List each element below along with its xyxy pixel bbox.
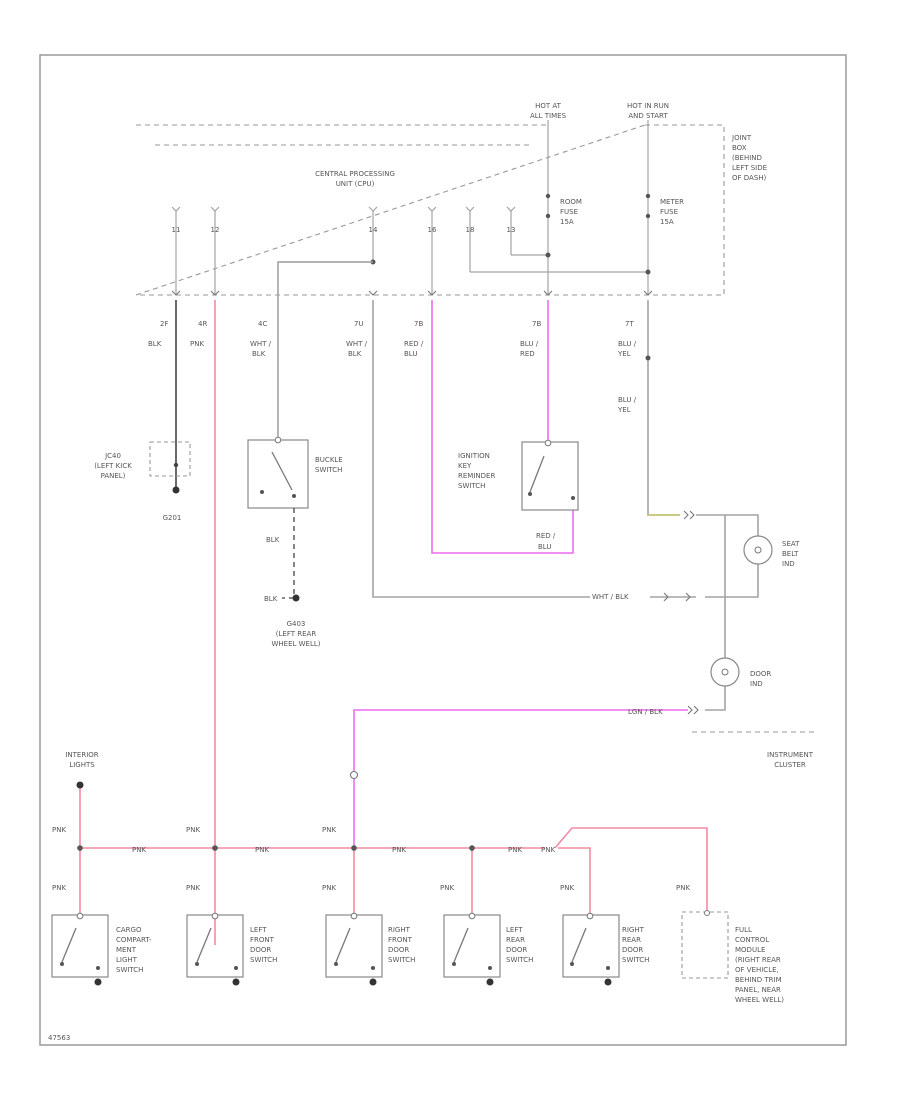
full-control-module-icon bbox=[681, 910, 729, 979]
switch-wire-label: PNK bbox=[440, 884, 454, 892]
ground-dot bbox=[292, 594, 300, 602]
switch-wire-label: PNK bbox=[322, 884, 336, 892]
drop-wire-label: PNK bbox=[322, 826, 336, 834]
wire-seat-belt bbox=[372, 300, 590, 598]
wire-buckle-ground bbox=[282, 508, 295, 599]
cargo-light-switch-icon bbox=[51, 912, 109, 986]
interior-lights-dot bbox=[76, 781, 84, 789]
wire-pnk-rr bbox=[558, 847, 591, 915]
wire-lgn-blk bbox=[353, 709, 688, 845]
wire-buckle bbox=[277, 261, 373, 440]
ground-dot bbox=[172, 486, 180, 494]
left-front-door-switch-icon bbox=[186, 912, 244, 986]
wire-pnk-fcm bbox=[554, 827, 708, 910]
switch-wire-label: PNK bbox=[676, 884, 690, 892]
buckle-switch-icon bbox=[247, 436, 309, 509]
connector-label: BLU /YEL bbox=[617, 396, 637, 414]
door-wire-label: LGN / BLK bbox=[628, 708, 663, 716]
ignition-key-switch-icon bbox=[521, 439, 579, 511]
ignition-wire-label: RED /BLU bbox=[536, 532, 556, 551]
bus-junction-dots bbox=[77, 355, 651, 851]
wire-blu-yel bbox=[647, 300, 680, 516]
g201-label: G201 bbox=[163, 514, 182, 522]
drop-wire-label: PNK bbox=[186, 884, 200, 892]
wire-red-blu bbox=[431, 300, 574, 554]
bus-wire-label: PNK bbox=[541, 846, 555, 854]
seat-belt-indicator-icon bbox=[743, 535, 773, 565]
diagram-frame bbox=[39, 54, 847, 1046]
left-rear-door-switch-icon bbox=[443, 912, 501, 986]
bus-wire-label: PNK bbox=[255, 846, 269, 854]
bus-wire-label: PNK bbox=[508, 846, 522, 854]
fuse-feeds bbox=[547, 120, 649, 295]
bus-wire-label: PNK bbox=[132, 846, 146, 854]
footer-code: 47563 bbox=[48, 1034, 70, 1042]
jc40-connector-icon bbox=[149, 441, 191, 477]
buckle-ground-wire-label: BLK bbox=[264, 595, 278, 603]
connector-chevrons bbox=[171, 290, 653, 296]
drop-wire-label: PNK bbox=[52, 826, 66, 834]
seat-belt-wire-label: WHT / BLK bbox=[592, 593, 629, 601]
cluster-connector-icon bbox=[663, 510, 699, 715]
junction-box-outline bbox=[135, 124, 725, 296]
wire-door-ind bbox=[705, 515, 726, 711]
bus-wire-label: PNK bbox=[392, 846, 406, 854]
switch-wire-label: PNK bbox=[560, 884, 574, 892]
right-front-door-switch-icon bbox=[325, 912, 383, 986]
cpu-pin-stubs bbox=[171, 206, 648, 295]
connector-ring bbox=[349, 770, 359, 780]
right-rear-door-switch-icon bbox=[562, 912, 620, 986]
room-fuse-icon bbox=[545, 193, 551, 258]
meter-fuse-icon bbox=[645, 193, 651, 275]
drop-wire-label: PNK bbox=[52, 884, 66, 892]
door-indicator-icon bbox=[710, 657, 740, 687]
drop-wire-label: PNK bbox=[186, 826, 200, 834]
buckle-wire-label: BLK bbox=[266, 536, 280, 544]
